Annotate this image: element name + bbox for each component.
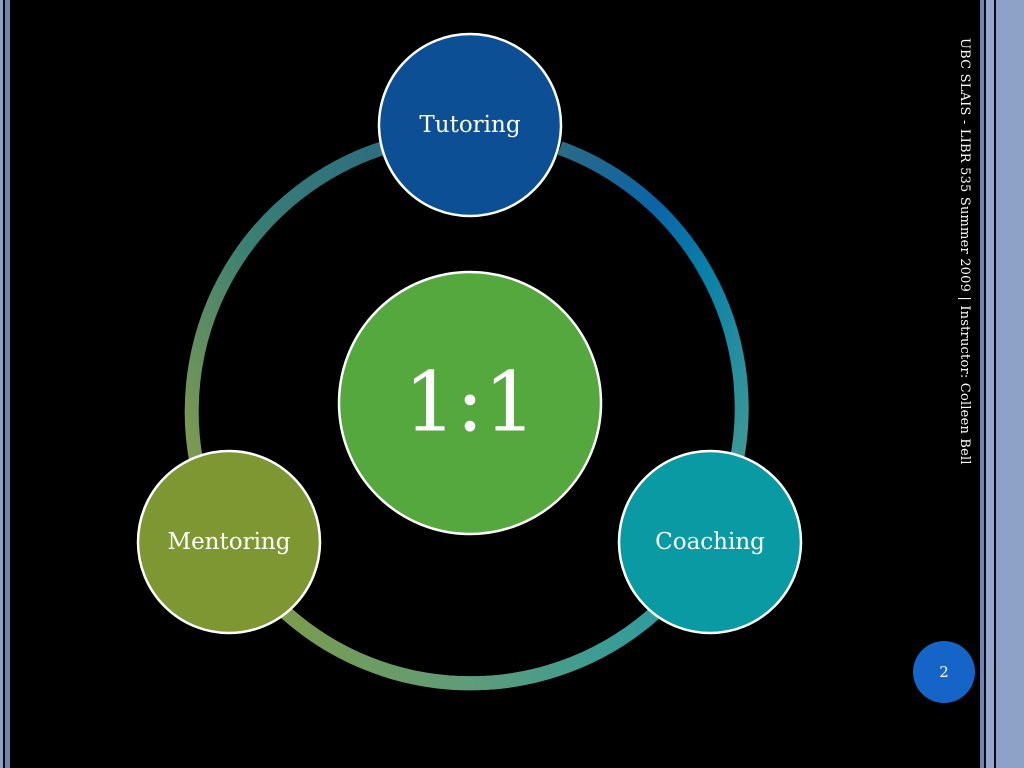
mentoring-label: Mentoring — [168, 529, 291, 555]
page-number-badge: 2 — [913, 641, 975, 703]
tutoring-node: Tutoring — [377, 32, 563, 218]
coaching-label: Coaching — [655, 529, 765, 555]
left-border — [0, 0, 10, 768]
tutoring-label: Tutoring — [419, 112, 520, 138]
coaching-node: Coaching — [617, 449, 803, 635]
center-node: 1:1 — [337, 270, 603, 536]
ring-segment-right — [557, 141, 749, 466]
right-border — [980, 0, 1024, 768]
page-number: 2 — [939, 663, 949, 681]
footer-text: UBC SLAIS - LIBR 535 Summer 2009 | Instr… — [957, 38, 972, 465]
ring-segment-bottom-shade — [280, 606, 661, 691]
center-label: 1:1 — [404, 356, 536, 451]
mentoring-node: Mentoring — [136, 449, 322, 635]
ring-segment-left — [184, 141, 386, 462]
